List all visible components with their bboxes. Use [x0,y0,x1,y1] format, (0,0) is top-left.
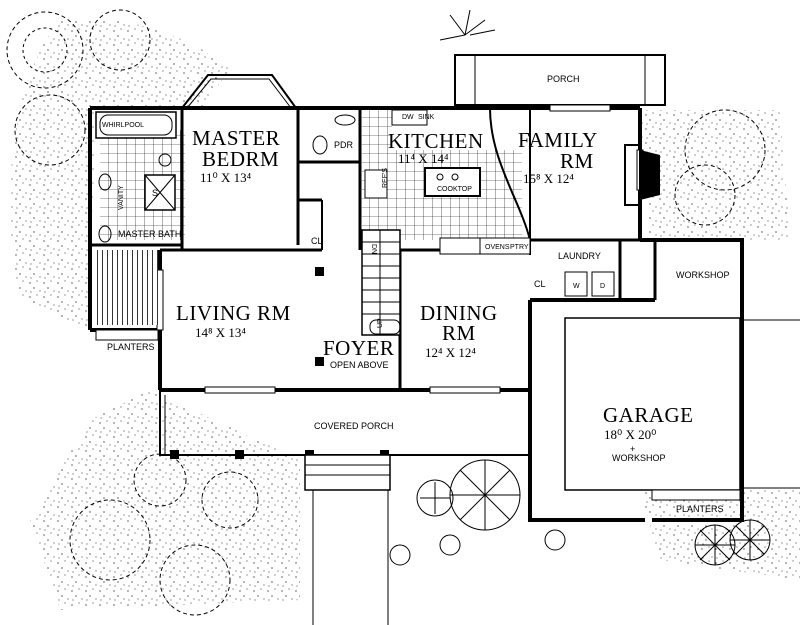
covered-porch [159,390,530,491]
label-garage: GARAGE [603,403,694,427]
label-living-dim: 14⁸ X 13⁴ [195,325,246,340]
label-cooktop: COOKTOP [437,186,472,193]
walk-in-closet [96,250,158,325]
whirlpool [95,111,177,139]
master-bay [181,74,297,109]
label-kitchen-dim: 11⁴ X 14⁴ [398,151,449,166]
label-living: LIVING RM [176,301,291,325]
label-master-bath: MASTER BATH [118,229,181,239]
label-dining-2: RM [442,321,476,345]
label-whirlpool: WHIRLPOOL [102,122,144,129]
label-plus: + [630,444,635,454]
label-ptry: PTRY [510,244,529,251]
label-master-bedrm-2: BEDRM [202,147,279,171]
label-dining-1: DINING [420,301,498,325]
label-dw: DW [402,114,414,121]
label-kitchen: KITCHEN [388,129,484,153]
label-shower: S [152,188,158,198]
label-planters-right: PLANTERS [676,504,724,514]
label-workshop-garage: WORKSHOP [612,453,666,463]
label-sink: SINK [418,114,435,121]
walkway [312,319,800,625]
label-foyer: FOYER [323,336,394,360]
label-cl-hall: CL [311,236,323,246]
label-refs: REF'S [382,168,389,188]
label-family-1: FAMILY [518,128,598,152]
label-garage-dim: 18⁰ X 20⁰ [604,427,656,442]
label-workshop-top: WORKSHOP [676,270,730,280]
landscape-left [10,18,800,610]
label-master-bedrm-1: MASTER [192,126,280,150]
label-porch: PORCH [547,74,580,84]
fireplace [624,144,660,206]
vanity [98,153,172,243]
label-open-above: OPEN ABOVE [330,360,389,370]
label-family-dim: 15⁸ X 12⁴ [523,171,574,186]
label-ovens: OVENS [485,244,510,251]
label-laundry: LAUNDRY [558,251,601,261]
label-family-2: RM [560,149,594,173]
label-washer: W [573,283,580,290]
label-cl-laundry: CL [534,279,546,289]
label-master-bedrm-dim: 11⁰ X 13⁴ [200,170,252,185]
stairs [361,229,401,336]
garage [564,240,741,491]
label-pdr: PDR [334,140,354,150]
label-dining-dim: 12⁴ X 12⁴ [425,345,476,360]
label-vanity: VANITY [118,185,125,210]
label-dryer: D [600,283,605,290]
label-up: UP [377,318,384,328]
label-covered-porch: COVERED PORCH [314,421,394,431]
kitchen-island [424,167,481,197]
label-dn: DN [370,244,377,254]
label-planters-left: PLANTERS [107,342,155,352]
